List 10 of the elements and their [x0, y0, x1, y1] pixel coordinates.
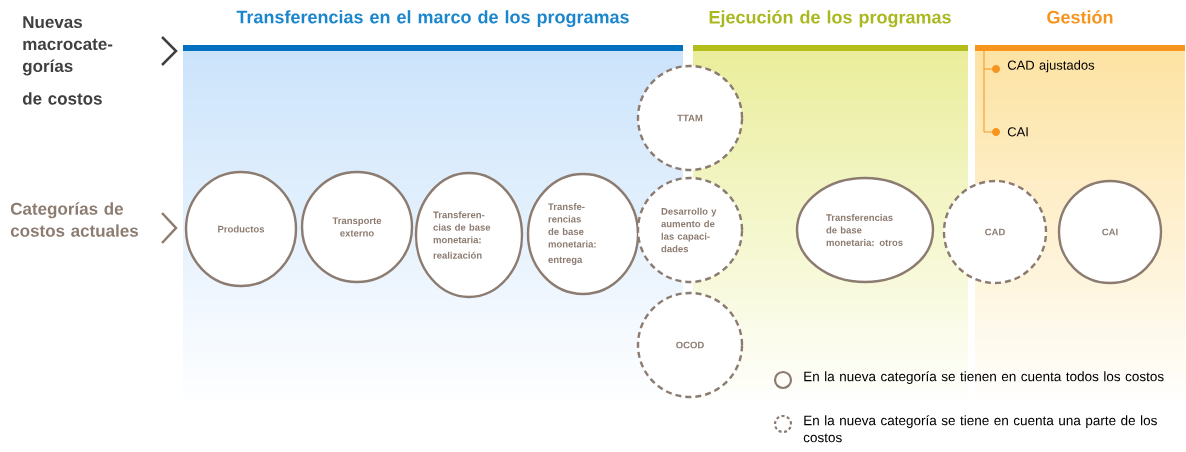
- row-heading: Nuevas macrocate- gorías: [22, 16, 113, 76]
- node-label: Ejecución de los programas: [709, 10, 951, 28]
- row-heading: Categorías de costos actuales: [10, 202, 138, 237]
- node-label: Gestión: [1047, 10, 1113, 24]
- legend-text: En la nueva categoría se tienen en cuenta todos los costos: [804, 371, 1164, 384]
- legend-text: En la nueva categoría se tiene en cuenta una parte de los costos: [803, 415, 1157, 443]
- row-heading: de costos: [22, 92, 102, 105]
- node-label: Transferencias en el marco de los programas: [236, 10, 629, 28]
- list-item: CAD ajustados: [1007, 60, 1095, 73]
- list-item: CAI: [1007, 127, 1028, 137]
